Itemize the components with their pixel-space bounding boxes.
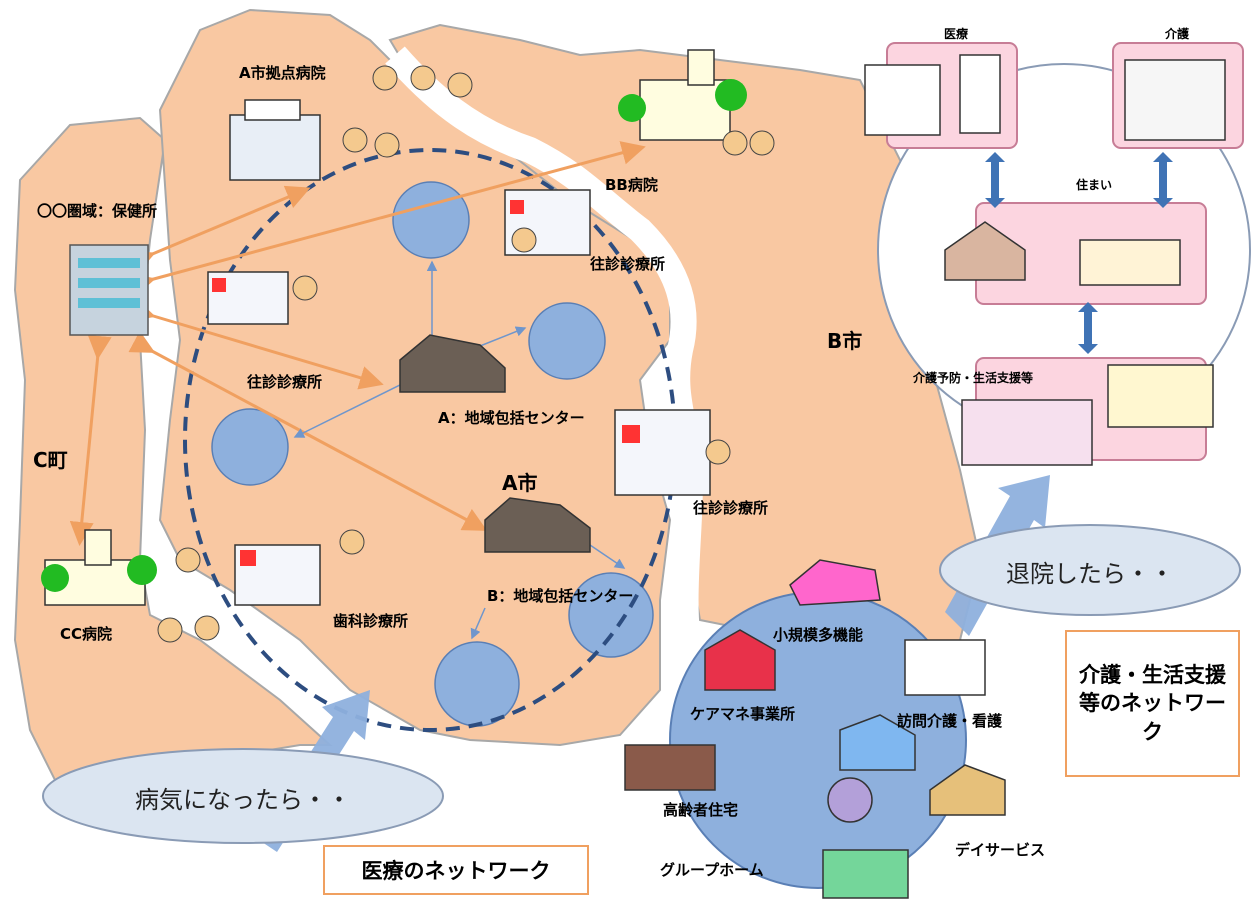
a-city-hospital-label: A市拠点病院 — [239, 64, 326, 82]
day-service-label: デイサービス — [955, 841, 1046, 859]
dental-clinic-label: 歯科診療所 — [333, 612, 409, 630]
b-city-label: B市 — [827, 329, 863, 353]
group-home-label: グループホーム — [660, 861, 764, 879]
center-a-label: A：地域包括センター — [438, 409, 585, 427]
cc-hospital-icon — [41, 529, 157, 606]
center-b-label: B：地域包括センター — [487, 587, 634, 605]
sick-callout: 病気になったら・・ — [135, 786, 351, 814]
discharge-callout: 退院したら・・ — [1006, 560, 1174, 588]
c-town-label: C町 — [33, 448, 68, 472]
sumai-label: 住まい — [1076, 178, 1113, 192]
home-clinic-2-label: 往診診療所 — [247, 373, 323, 391]
health-center-label: 〇〇圏域：保健所 — [37, 202, 158, 220]
a-city-label: A市 — [502, 471, 538, 495]
prevention-label: 介護予防・生活支援等 — [913, 371, 1034, 385]
home-clinic-1-label: 往診診療所 — [590, 255, 666, 273]
kaigo-label: 介護 — [1165, 27, 1190, 41]
small-multi-label: 小規模多機能 — [773, 626, 864, 644]
bb-hospital-icon — [618, 49, 747, 141]
home-clinic-3-label: 往診診療所 — [693, 499, 769, 517]
care-manager-label: ケアマネ事業所 — [690, 705, 796, 723]
center-house-icons — [399, 334, 591, 553]
river — [385, 46, 704, 663]
health-center-icon — [69, 244, 149, 336]
iryo-label: 医療 — [944, 27, 969, 41]
care-network-box: 介護・生活支援等のネットワーク — [1065, 630, 1240, 777]
cc-hospital-label: CC病院 — [60, 625, 113, 643]
elderly-housing-label: 高齢者住宅 — [663, 801, 739, 819]
medical-network-box: 医療のネットワーク — [323, 845, 589, 895]
a-city-hospital-icon — [229, 99, 321, 181]
bb-hospital-label: BB病院 — [605, 176, 658, 194]
visiting-care-label: 訪問介護・看護 — [897, 712, 1003, 730]
